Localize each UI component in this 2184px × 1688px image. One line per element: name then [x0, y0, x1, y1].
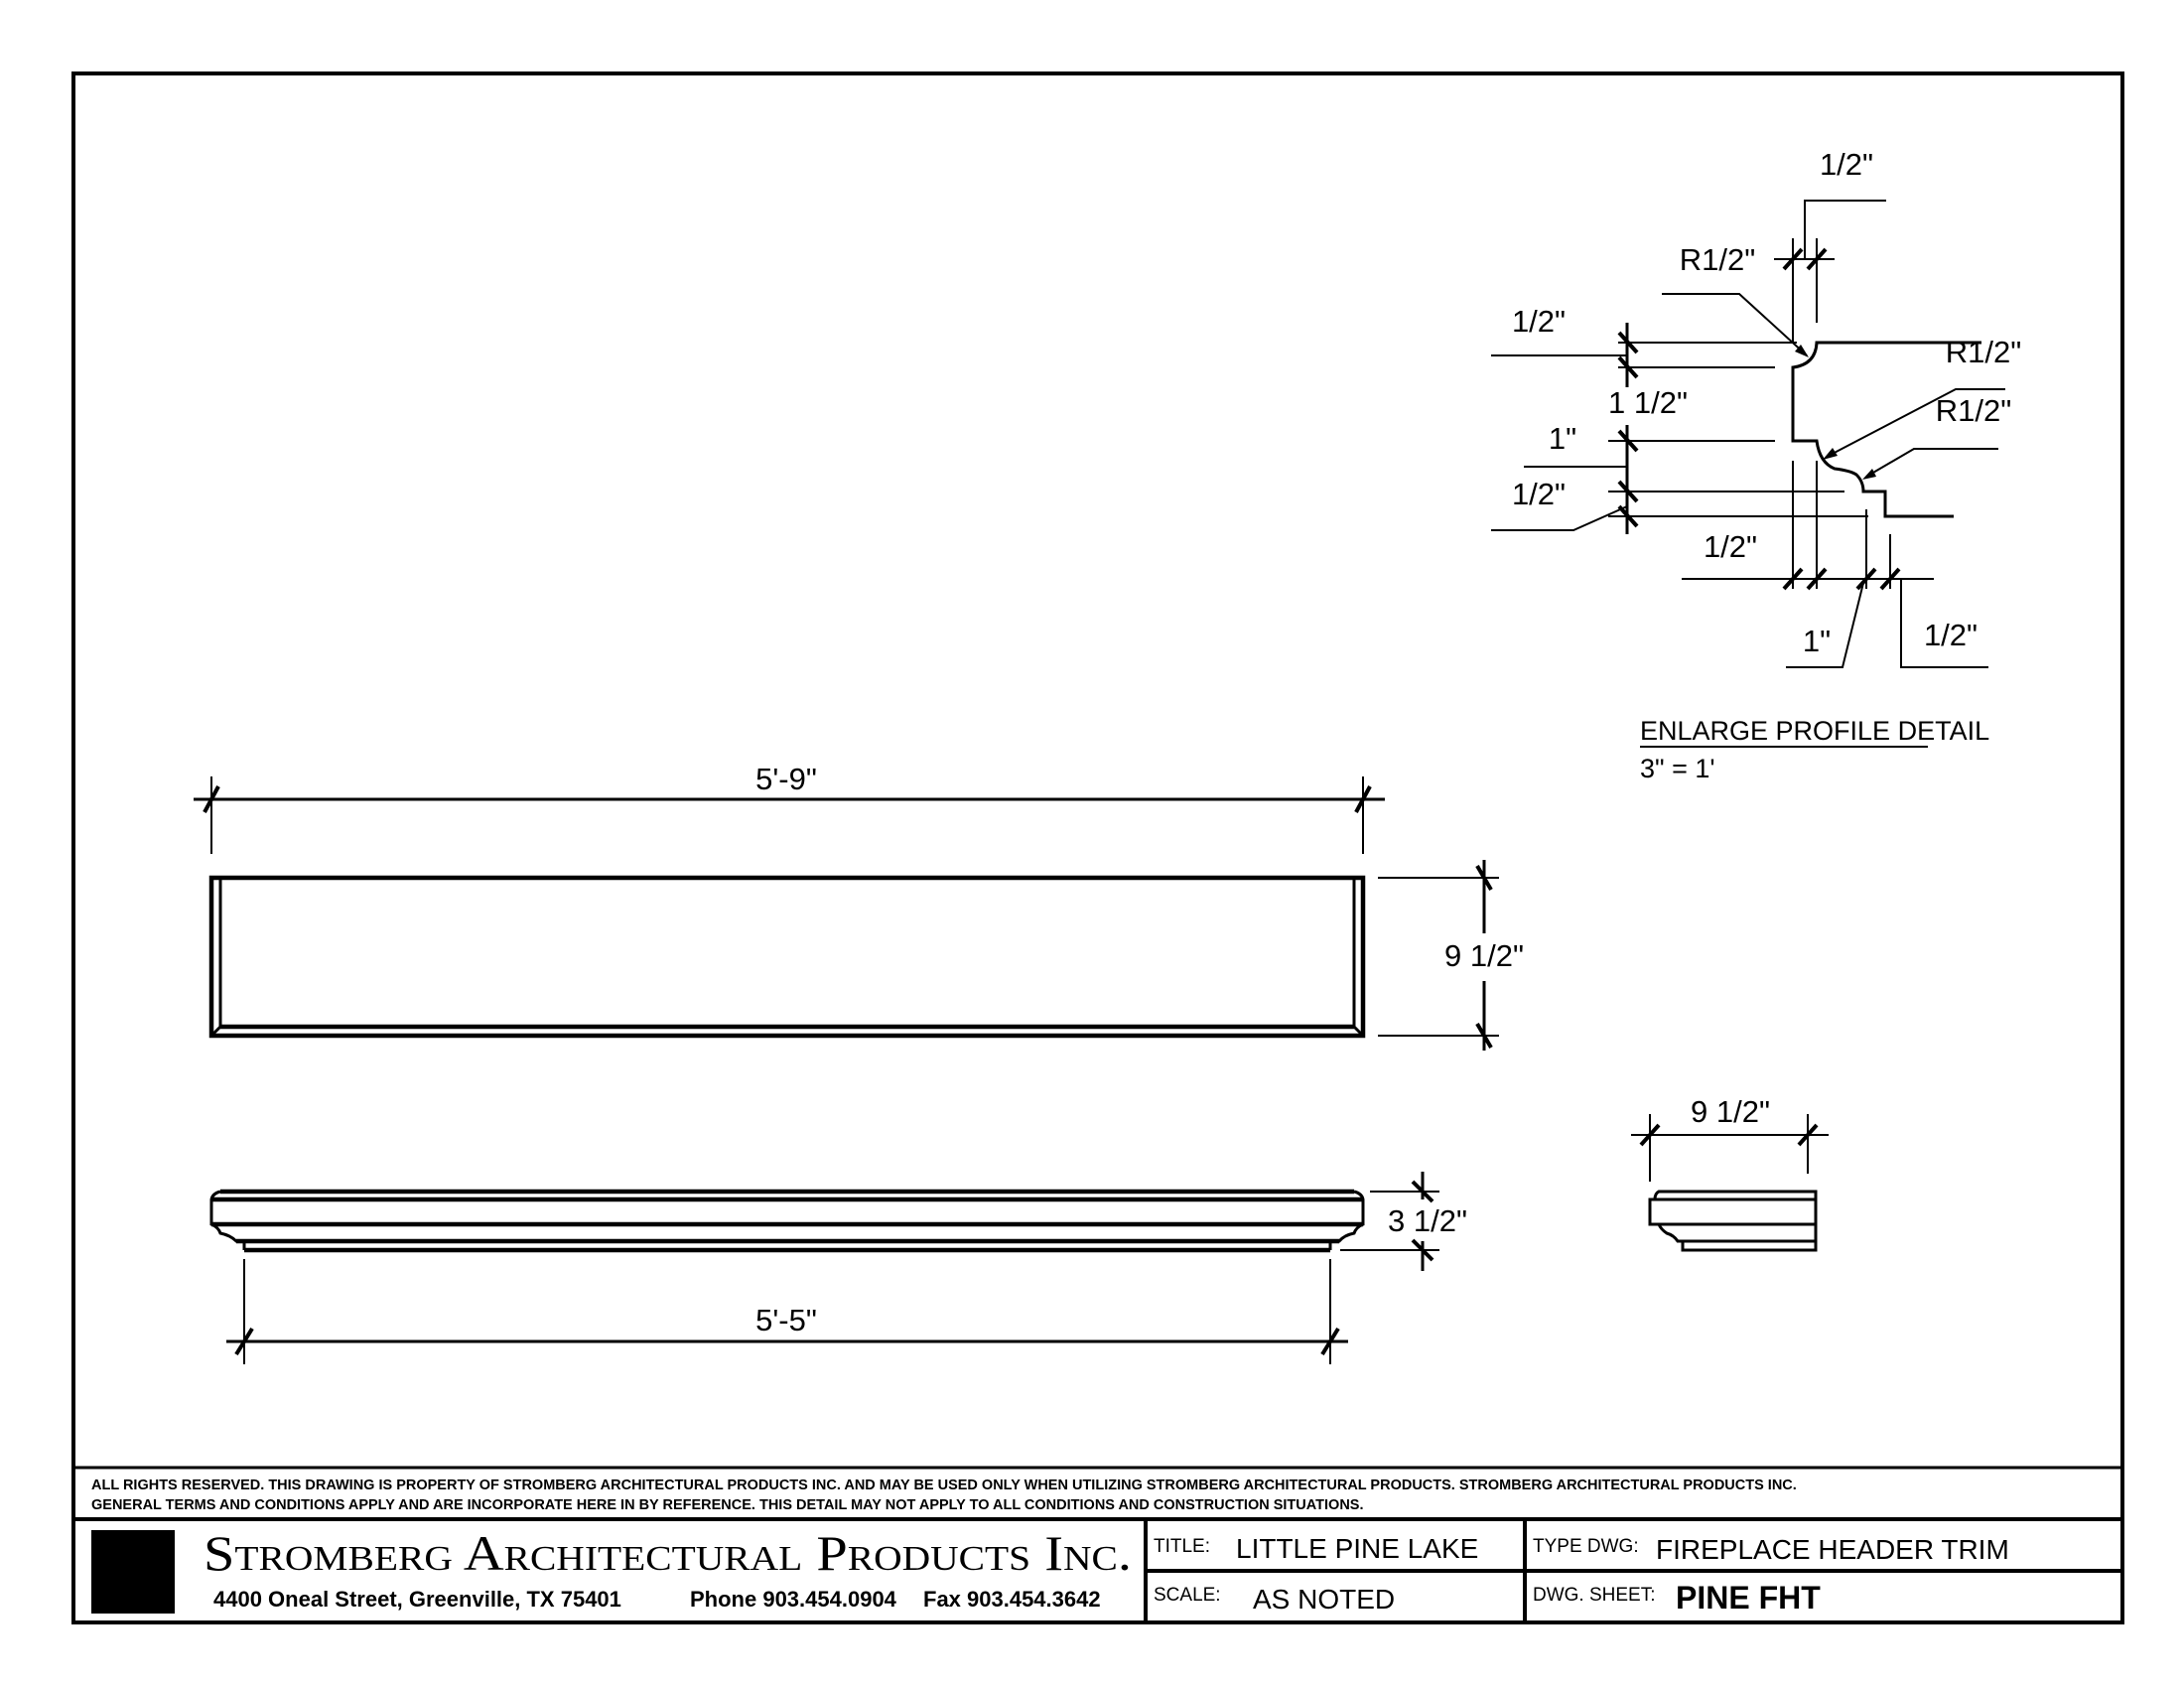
sheet-border — [71, 71, 2124, 1624]
arrow-head — [1862, 469, 1876, 480]
dim-tick — [1879, 567, 1901, 591]
disclaimer-line-2: GENERAL TERMS AND CONDITIONS APPLY AND A… — [91, 1497, 1364, 1513]
profile-detail-scale: 3" = 1' — [1640, 754, 1715, 783]
dim-radius-upper-right: R1/2" — [1946, 335, 2022, 369]
dim-tick — [1617, 429, 1639, 453]
front-view-bevel-right — [1352, 1025, 1365, 1038]
arrow-head — [1823, 448, 1838, 460]
dim-tick — [1797, 1123, 1819, 1147]
dim-tick — [1411, 1238, 1434, 1262]
profile-shape — [1791, 341, 1981, 518]
dim-tick — [1617, 355, 1639, 379]
dim-top-width: 1/2" — [1820, 147, 1873, 182]
leader-line — [1804, 200, 1886, 259]
dim-tick — [1617, 331, 1639, 354]
dim-tick — [1617, 504, 1639, 528]
dim-tick — [1411, 1180, 1434, 1203]
dim-left-top: 1/2" — [1512, 304, 1566, 339]
dim-tick — [1782, 567, 1804, 591]
dim-left-one: 1" — [1549, 421, 1576, 456]
sheet-label: DWG. SHEET: — [1533, 1585, 1656, 1606]
leader-line — [1826, 388, 2005, 458]
type-value: FIREPLACE HEADER TRIM — [1656, 1534, 2009, 1565]
dim-tick — [203, 785, 220, 813]
company-fax: Fax 903.454.3642 — [923, 1587, 1101, 1612]
profile-detail: 1/2" 1 1/2" 1" 1/2" 1/2" R1/2" R1/2" R1/… — [1491, 147, 2021, 783]
end-view: 9 1/2" — [1631, 1094, 1829, 1252]
top-view-right-end — [1328, 1190, 1365, 1250]
front-length-dim: 5'-9" — [755, 762, 817, 796]
company-name: Stromberg Architectural Products Inc. — [204, 1525, 1132, 1581]
leader-line — [1662, 293, 1808, 356]
top-view-left-end — [209, 1190, 246, 1250]
dim-tick — [1354, 785, 1372, 813]
dim-tick — [1806, 247, 1828, 271]
dim-left-bottom: 1/2" — [1512, 477, 1566, 511]
company-address: 4400 Oneal Street, Greenville, TX 75401 — [213, 1587, 621, 1612]
dim-tick — [1782, 247, 1804, 271]
dim-tick — [1639, 1123, 1661, 1147]
leader-line — [1900, 579, 1988, 668]
leader-line — [1491, 505, 1628, 531]
dim-bottom-left: 1/2" — [1704, 529, 1757, 564]
front-view-outline — [208, 875, 1366, 1039]
arrow-head — [1795, 345, 1809, 357]
type-label: TYPE DWG: — [1533, 1536, 1639, 1557]
title-block: Stromberg Architectural Products Inc. 44… — [73, 1517, 2122, 1622]
dim-radius-lower: R1/2" — [1936, 393, 2012, 428]
dim-tick — [234, 1327, 254, 1356]
end-view-profile — [1648, 1190, 1818, 1252]
title-value: LITTLE PINE LAKE — [1236, 1533, 1478, 1564]
company-phone: Phone 903.454.0904 — [690, 1587, 897, 1612]
front-view: 5'-9" 9 1/2" — [194, 762, 1524, 1051]
title-label: TITLE: — [1154, 1536, 1210, 1557]
scale-label: SCALE: — [1154, 1585, 1221, 1606]
dim-tick — [1475, 864, 1493, 892]
dim-bottom-mid: 1" — [1803, 624, 1831, 658]
leader-line — [1786, 578, 1865, 668]
dim-left-mid: 1 1/2" — [1608, 385, 1688, 420]
profile-outline — [1793, 343, 1897, 367]
dim-radius-upper-left: R1/2" — [1680, 242, 1756, 277]
dim-tick — [1855, 567, 1877, 591]
profile-curve — [1817, 343, 1896, 367]
top-depth-dim: 3 1/2" — [1388, 1203, 1467, 1238]
dim-tick — [1806, 567, 1828, 591]
front-height-dim: 9 1/2" — [1444, 938, 1524, 973]
profile-detail-title: ENLARGE PROFILE DETAIL — [1640, 716, 1989, 746]
leader-line — [1865, 448, 1998, 478]
dim-tick — [1320, 1327, 1340, 1356]
top-view: 3 1/2" 5'-5" — [209, 1172, 1467, 1364]
scale-value: AS NOTED — [1253, 1584, 1395, 1615]
dim-tick — [1617, 480, 1639, 503]
dim-bottom-right: 1/2" — [1924, 618, 1978, 652]
disclaimer-line-1: ALL RIGHTS RESERVED. THIS DRAWING IS PRO… — [91, 1477, 1797, 1493]
dim-tick — [1475, 1022, 1493, 1050]
top-length-dim: 5'-5" — [755, 1303, 817, 1337]
company-logo — [91, 1530, 175, 1614]
sheet-value: PINE FHT — [1676, 1580, 1821, 1616]
front-view-bevel-left — [209, 1025, 222, 1038]
end-width-dim: 9 1/2" — [1691, 1094, 1770, 1129]
